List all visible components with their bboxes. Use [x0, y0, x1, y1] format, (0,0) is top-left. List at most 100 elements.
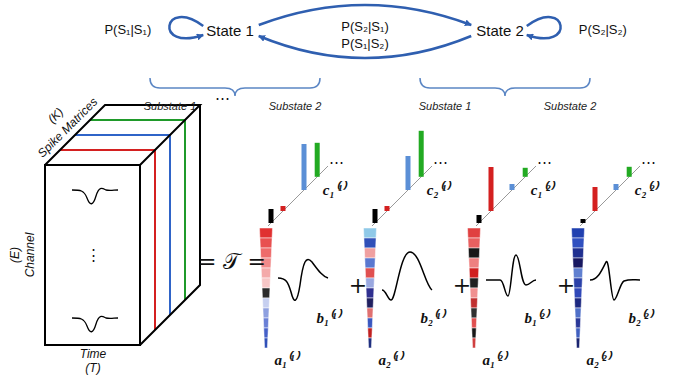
illustration-stroke: [471, 318, 476, 328]
illustration-stroke: [366, 298, 373, 308]
illustration-stroke: [263, 308, 269, 318]
illustration-stroke: [572, 238, 584, 248]
illustration-stroke: [471, 308, 477, 318]
illustration-stroke: [468, 238, 480, 248]
illustration-stroke: [263, 318, 268, 328]
illustration-stroke: [150, 78, 320, 96]
illustration-stroke: [364, 238, 376, 248]
factor-label: b₂⁽²⁾: [628, 310, 651, 327]
substate-label: Substate 2: [269, 100, 322, 112]
illustration-stroke: [72, 316, 118, 331]
factor-label: c₁⁽²⁾: [531, 182, 553, 199]
substate-label: Substate 1: [144, 100, 197, 112]
illustration-stroke: [262, 298, 269, 308]
illustration-stroke: [420, 78, 590, 96]
illustration-stroke: [486, 255, 536, 296]
illustration-stroke: [627, 167, 632, 177]
illustration-stroke: [575, 318, 580, 328]
illustration-stroke: [469, 258, 479, 268]
illustration-stroke: [264, 328, 269, 338]
illustration-stroke: [368, 338, 372, 348]
illustration-stroke: [477, 215, 482, 223]
illustration-stroke: [523, 168, 528, 177]
factor-label: c₁⁽¹⁾: [323, 182, 345, 199]
illustration-stroke: [373, 209, 378, 223]
axis-label: Time: [80, 348, 107, 361]
illustration-stroke: [468, 228, 481, 238]
state-label: State 2: [476, 22, 524, 39]
illustration-stroke: [367, 318, 372, 328]
factor-label: a₂⁽¹⁾: [378, 352, 401, 369]
illustration-stroke: [278, 259, 328, 300]
illustration-stroke: [264, 338, 268, 348]
factor-label: b₁⁽¹⁾: [316, 310, 339, 327]
illustration-stroke: [90, 120, 185, 300]
axis-label: ⋯: [215, 90, 230, 107]
illustration-stroke: [419, 131, 424, 177]
illustration-stroke: [572, 248, 583, 258]
illustration-stroke: [262, 278, 271, 288]
illustration-stroke: [75, 135, 170, 315]
transition-arrow: [169, 17, 203, 38]
factor-label: c₂⁽¹⁾: [427, 182, 449, 199]
illustration-stroke: [269, 209, 274, 223]
illustration-stroke: [614, 184, 619, 190]
transition-probability: P(S₂|S₂): [577, 23, 629, 37]
illustration-stroke: [364, 248, 375, 258]
illustration-stroke: [468, 248, 479, 258]
illustration-stroke: [489, 167, 494, 211]
state-node: State 1: [203, 20, 257, 41]
factor-label: a₁⁽¹⁾: [274, 352, 297, 369]
transition-arrow: [527, 17, 561, 38]
illustration-stroke: [472, 338, 476, 348]
factor-label: a₂⁽²⁾: [586, 352, 609, 369]
factor-label: b₂⁽¹⁾: [420, 310, 443, 327]
axis-label: +: [557, 274, 575, 298]
illustration-stroke: [281, 206, 286, 211]
state-node: State 2: [473, 20, 527, 41]
illustration-stroke: [573, 258, 583, 268]
substate-label: Substate 2: [544, 100, 597, 112]
illustration-stroke: [260, 238, 272, 248]
component-group: [260, 131, 641, 348]
illustration-stroke: [580, 166, 640, 226]
axis-label: ⋯: [433, 154, 448, 171]
illustration-stroke: [366, 288, 374, 298]
illustration-stroke: [472, 328, 477, 338]
axis-label: +: [453, 274, 471, 298]
factor-label: a₁⁽²⁾: [482, 352, 505, 369]
illustration-stroke: [262, 288, 270, 298]
illustration-stroke: [385, 206, 390, 211]
axis-label: = 𝒯 =: [198, 250, 266, 274]
factor-label: b₁⁽²⁾: [524, 310, 547, 327]
state-label: State 1: [206, 22, 254, 39]
axis-label: ⋯: [329, 154, 344, 171]
illustration-stroke: [45, 165, 140, 345]
illustration-stroke: [581, 219, 586, 223]
axis-label: ⋯: [641, 154, 656, 171]
illustration-stroke: [510, 184, 515, 190]
illustration-stroke: [470, 298, 477, 308]
factor-label: c₂⁽²⁾: [635, 182, 657, 199]
illustration-stroke: [365, 258, 375, 268]
illustration-stroke: [406, 156, 411, 190]
transition-probability: P(S₂|S₁): [339, 20, 390, 34]
axis-label: Channel: [24, 233, 37, 278]
illustration-stroke: [470, 288, 478, 298]
illustration-stroke: [593, 187, 598, 211]
illustration-stroke: [260, 228, 273, 238]
illustration-stroke: [368, 328, 373, 338]
axis-label: (E): [9, 247, 22, 263]
illustration-stroke: [367, 308, 373, 318]
illustration-stroke: [364, 228, 377, 238]
illustration-stroke: [574, 298, 581, 308]
transition-probability: P(S₁|S₁): [102, 23, 153, 37]
illustration-stroke: [572, 228, 585, 238]
transition-probability: P(S₁|S₂): [339, 37, 390, 51]
axis-label: ⋮: [86, 247, 101, 264]
illustration-stroke: [72, 188, 118, 203]
illustration-stroke: [575, 308, 581, 318]
illustration-stroke: [476, 166, 536, 226]
